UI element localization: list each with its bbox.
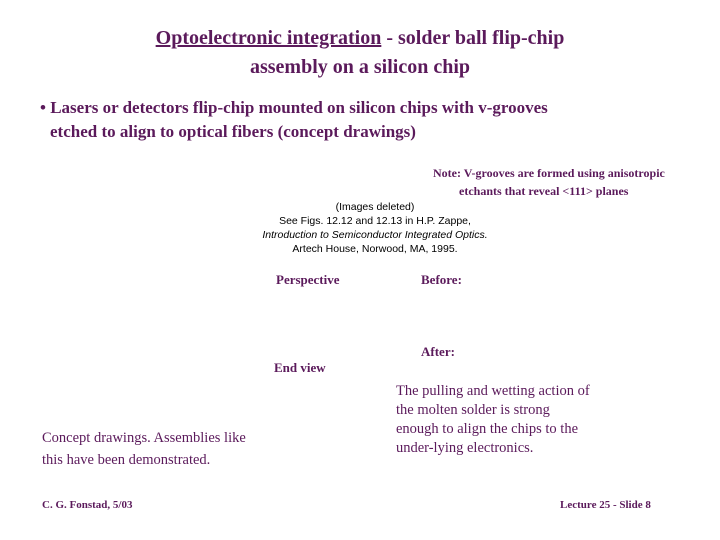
- bullet-line2: etched to align to optical fibers (conce…: [50, 122, 416, 141]
- solder-line3: enough to align the chips to the: [396, 421, 579, 437]
- note-line1: Note: V-grooves are formed using anisotr…: [433, 166, 665, 180]
- solder-line4: under-lying electronics.: [396, 440, 534, 456]
- images-deleted-notice: (Images deleted) See Figs. 12.12 and 12.…: [230, 200, 520, 256]
- title-link[interactable]: Optoelectronic integration: [155, 27, 382, 49]
- bullet-line1: • Lasers or detectors flip-chip mounted …: [40, 98, 548, 117]
- slide-title: Optoelectronic integration - solder ball…: [0, 24, 720, 82]
- deleted-line4: Artech House, Norwood, MA, 1995.: [292, 243, 458, 255]
- end-view-label: End view: [274, 360, 326, 375]
- perspective-label: Perspective: [276, 272, 340, 287]
- concept-line2: this have been demonstrated.: [42, 452, 211, 468]
- footer-author: C. G. Fonstad, 5/03: [42, 499, 133, 511]
- solder-line1: The pulling and wetting action of: [396, 383, 590, 399]
- footer-slide-number: Lecture 25 - Slide 8: [560, 499, 651, 511]
- title-line1-rest: - solder ball flip-chip: [381, 27, 565, 49]
- concept-caption: Concept drawings. Assemblies like this h…: [42, 427, 322, 471]
- before-label: Before:: [421, 272, 462, 287]
- deleted-line2: See Figs. 12.12 and 12.13 in H.P. Zappe,: [279, 215, 471, 227]
- v-groove-note: Note: V-grooves are formed using anisotr…: [433, 164, 683, 200]
- concept-line1: Concept drawings. Assemblies like: [42, 430, 246, 446]
- note-line2: etchants that reveal <111> planes: [459, 184, 629, 198]
- deleted-line3: Introduction to Semiconductor Integrated…: [262, 229, 488, 241]
- bullet-point: • Lasers or detectors flip-chip mounted …: [40, 96, 680, 144]
- title-line2: assembly on a silicon chip: [249, 56, 471, 78]
- after-label: After:: [421, 344, 455, 359]
- solder-caption: The pulling and wetting action of the mo…: [396, 382, 641, 458]
- deleted-line1: (Images deleted): [335, 201, 415, 213]
- solder-line2: the molten solder is strong: [396, 402, 550, 418]
